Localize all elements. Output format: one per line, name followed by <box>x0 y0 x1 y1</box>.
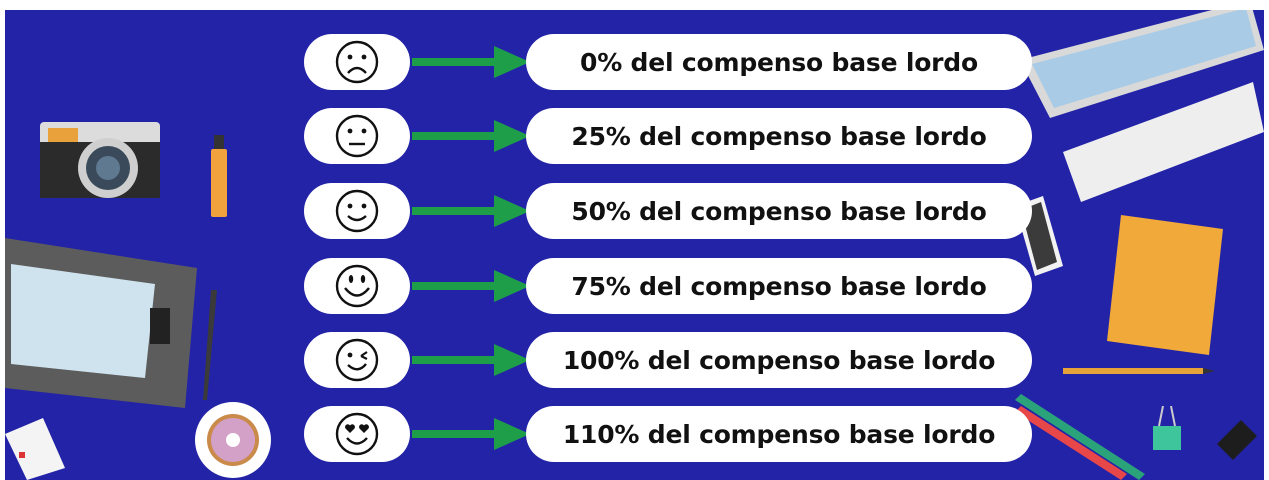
percentage-label: 75% del compenso base lordo <box>571 271 987 301</box>
percentage-pill: 100% del compenso base lordo <box>526 332 1032 388</box>
camera-icon <box>40 122 160 198</box>
percentage-label: 0% del compenso base lordo <box>580 47 978 77</box>
arrow-right-icon <box>412 270 530 302</box>
wink-face-icon <box>335 338 379 382</box>
black-binder-clip-icon <box>1217 420 1257 460</box>
percentage-pill: 75% del compenso base lordo <box>526 258 1032 314</box>
level-row-5: 110% del compenso base lordo <box>0 406 1269 462</box>
sad-face-icon <box>335 40 379 84</box>
pencil-icon <box>1063 368 1215 374</box>
donut-icon <box>195 402 271 478</box>
big-smile-face-icon <box>335 264 379 308</box>
level-row-2: 50% del compenso base lordo <box>0 183 1269 239</box>
level-row-3: 75% del compenso base lordo <box>0 258 1269 314</box>
arrow-right-icon <box>412 418 530 450</box>
monitor-icon <box>1020 10 1264 118</box>
neutral-face-icon <box>335 114 379 158</box>
level-row-0: 0% del compenso base lordo <box>0 34 1269 90</box>
slight-smile-face-icon <box>335 189 379 233</box>
highlighter-icon <box>211 135 227 217</box>
percentage-pill: 110% del compenso base lordo <box>526 406 1032 462</box>
keyboard-icon <box>1063 82 1264 202</box>
percentage-pill: 50% del compenso base lordo <box>526 183 1032 239</box>
face-pill <box>304 34 410 90</box>
face-pill <box>304 406 410 462</box>
face-pill <box>304 258 410 314</box>
percentage-label: 50% del compenso base lordo <box>571 196 987 226</box>
level-row-1: 25% del compenso base lordo <box>0 108 1269 164</box>
binder-clip-icon <box>1153 406 1181 450</box>
percentage-pill: 0% del compenso base lordo <box>526 34 1032 90</box>
percentage-label: 100% del compenso base lordo <box>562 345 996 375</box>
face-pill <box>304 183 410 239</box>
level-row-4: 100% del compenso base lordo <box>0 332 1269 388</box>
face-pill <box>304 108 410 164</box>
face-pill <box>304 332 410 388</box>
paper-note-icon <box>5 418 65 480</box>
stylus-icon <box>203 290 217 400</box>
percentage-pill: 25% del compenso base lordo <box>526 108 1032 164</box>
percentage-label: 110% del compenso base lordo <box>562 419 996 449</box>
arrow-right-icon <box>412 120 530 152</box>
arrow-right-icon <box>412 195 530 227</box>
notebook-icon <box>1107 215 1223 355</box>
arrow-right-icon <box>412 344 530 376</box>
tablet-icon <box>5 238 197 408</box>
percentage-label: 25% del compenso base lordo <box>571 121 987 151</box>
pens-icon <box>1015 394 1145 480</box>
heart-eyes-face-icon <box>335 412 379 456</box>
arrow-right-icon <box>412 46 530 78</box>
